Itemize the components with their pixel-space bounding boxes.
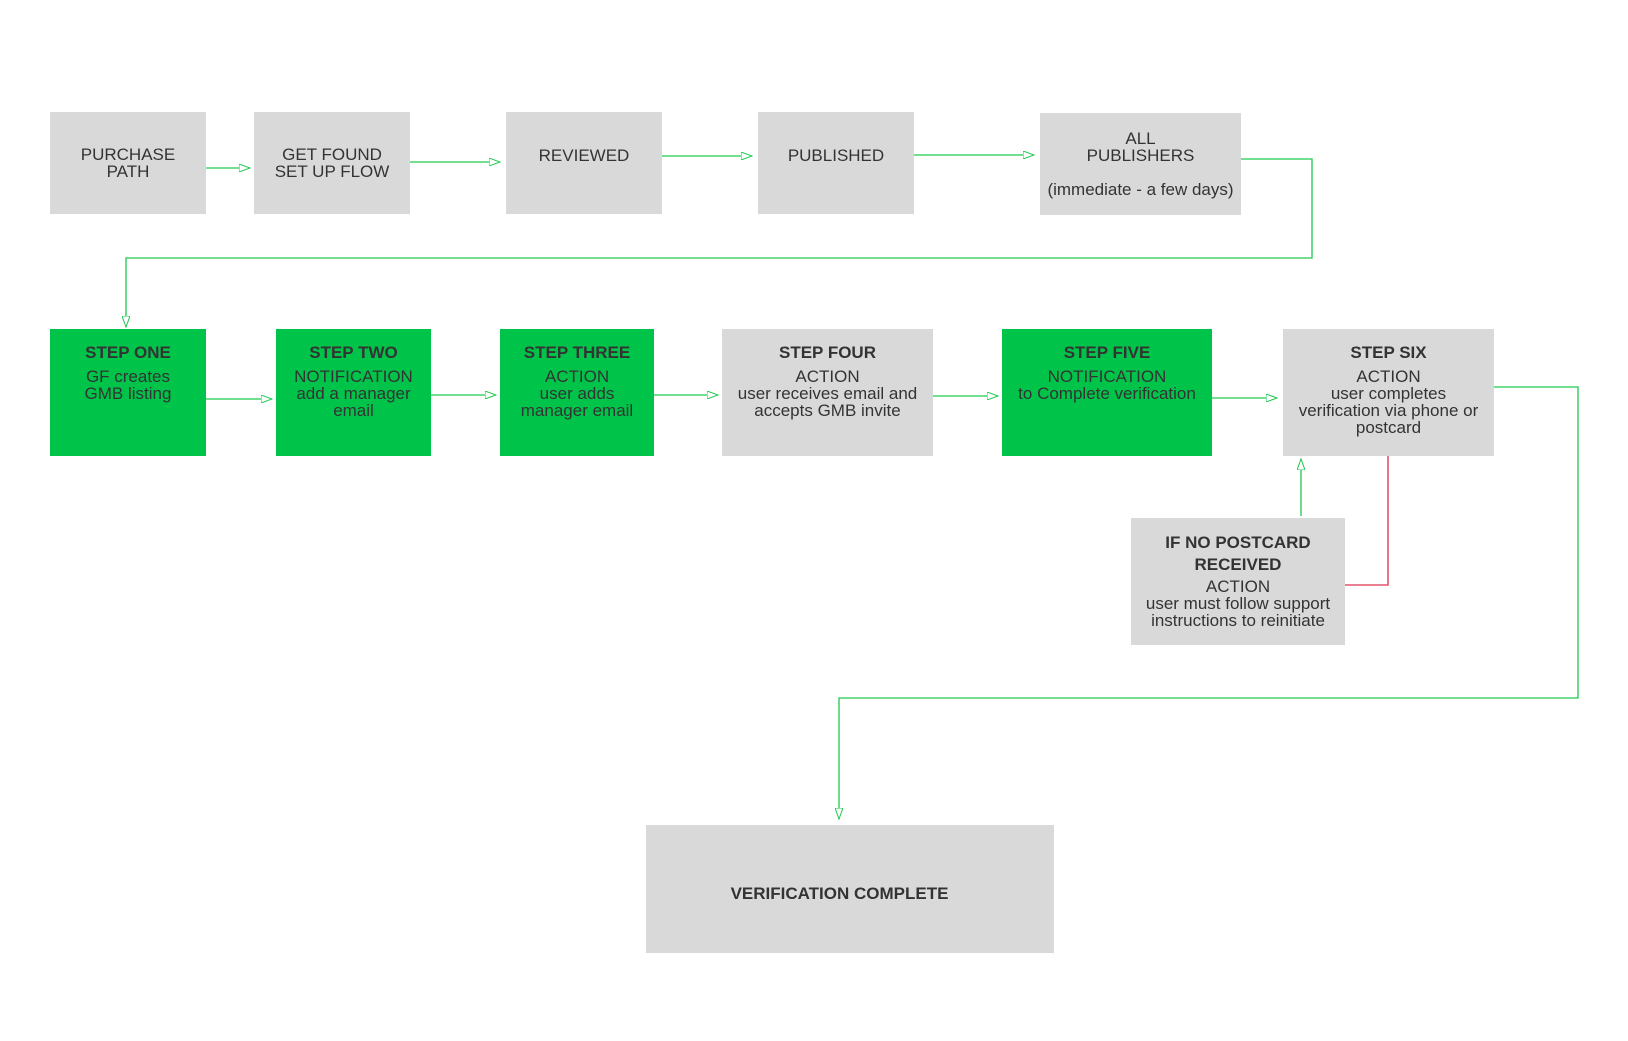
step-one-box: STEP ONE GF creates GMB listing	[50, 329, 206, 456]
arrow-allpublishers-to-step-one	[126, 158, 1313, 327]
no-postcard-box: IF NO POSTCARD RECEIVED ACTION user must…	[1131, 518, 1345, 645]
step-six-body: ACTION user completes verification via p…	[1298, 367, 1479, 437]
purchase-path-box: PURCHASE PATH	[50, 112, 206, 214]
all-publishers-timing: (immediate - a few days)	[1047, 180, 1234, 199]
all-publishers-label: ALL PUBLISHERS	[1086, 129, 1195, 165]
arrow-step-six-to-fallback	[1344, 456, 1389, 586]
published-label: PUBLISHED	[787, 145, 885, 165]
verification-complete-title: VERIFICATION COMPLETE	[730, 884, 949, 903]
verification-complete-box: VERIFICATION COMPLETE	[646, 825, 1054, 953]
all-publishers-box: ALL PUBLISHERS (immediate - a few days)	[1040, 113, 1241, 215]
get-found-setup-flow-label: GET FOUND SET UP FLOW	[274, 145, 390, 181]
no-postcard-title: IF NO POSTCARD RECEIVED	[1165, 533, 1311, 574]
step-four-title: STEP FOUR	[779, 343, 876, 362]
step-two-title: STEP TWO	[309, 343, 398, 362]
published-box: PUBLISHED	[758, 112, 914, 214]
step-three-box: STEP THREE ACTION user adds manager emai…	[500, 329, 654, 456]
step-two-body: NOTIFICATION add a manager email	[294, 367, 413, 420]
step-five-title: STEP FIVE	[1063, 343, 1151, 362]
step-three-body: ACTION user adds manager email	[520, 367, 634, 420]
step-two-box: STEP TWO NOTIFICATION add a manager emai…	[276, 329, 431, 456]
reviewed-box: REVIEWED	[506, 112, 662, 214]
step-one-title: STEP ONE	[85, 343, 171, 362]
arrow-step-six-to-complete	[839, 386, 1579, 819]
step-five-body: NOTIFICATION to Complete verification	[1018, 367, 1196, 403]
step-four-box: STEP FOUR ACTION user receives email and…	[722, 329, 933, 456]
get-found-setup-flow-box: GET FOUND SET UP FLOW	[254, 112, 410, 214]
reviewed-label: REVIEWED	[538, 145, 630, 165]
step-five-box: STEP FIVE NOTIFICATION to Complete verif…	[1002, 329, 1212, 456]
step-six-title: STEP SIX	[1350, 343, 1427, 362]
step-one-body: GF creates GMB listing	[84, 367, 172, 403]
step-four-body: ACTION user receives email and accepts G…	[737, 367, 918, 420]
step-three-title: STEP THREE	[523, 343, 631, 362]
step-six-box: STEP SIX ACTION user completes verificat…	[1283, 329, 1494, 456]
no-postcard-body: ACTION user must follow support instruct…	[1145, 577, 1331, 630]
purchase-path-label: PURCHASE PATH	[80, 145, 176, 181]
